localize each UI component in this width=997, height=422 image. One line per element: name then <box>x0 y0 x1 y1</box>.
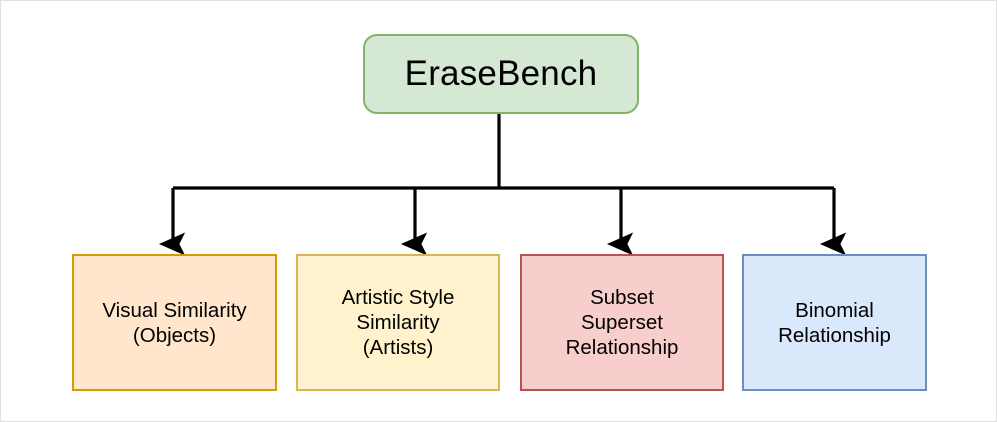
node-artistic-style-similarity-artists[interactable]: Artistic Style Similarity (Artists) <box>296 254 500 391</box>
node-binomial-relationship[interactable]: Binomial Relationship <box>742 254 927 391</box>
node-visual-similarity-objects[interactable]: Visual Similarity (Objects) <box>72 254 277 391</box>
node-subset-superset-relationship[interactable]: Subset Superset Relationship <box>520 254 724 391</box>
node-erasebench[interactable]: EraseBench <box>363 34 639 114</box>
